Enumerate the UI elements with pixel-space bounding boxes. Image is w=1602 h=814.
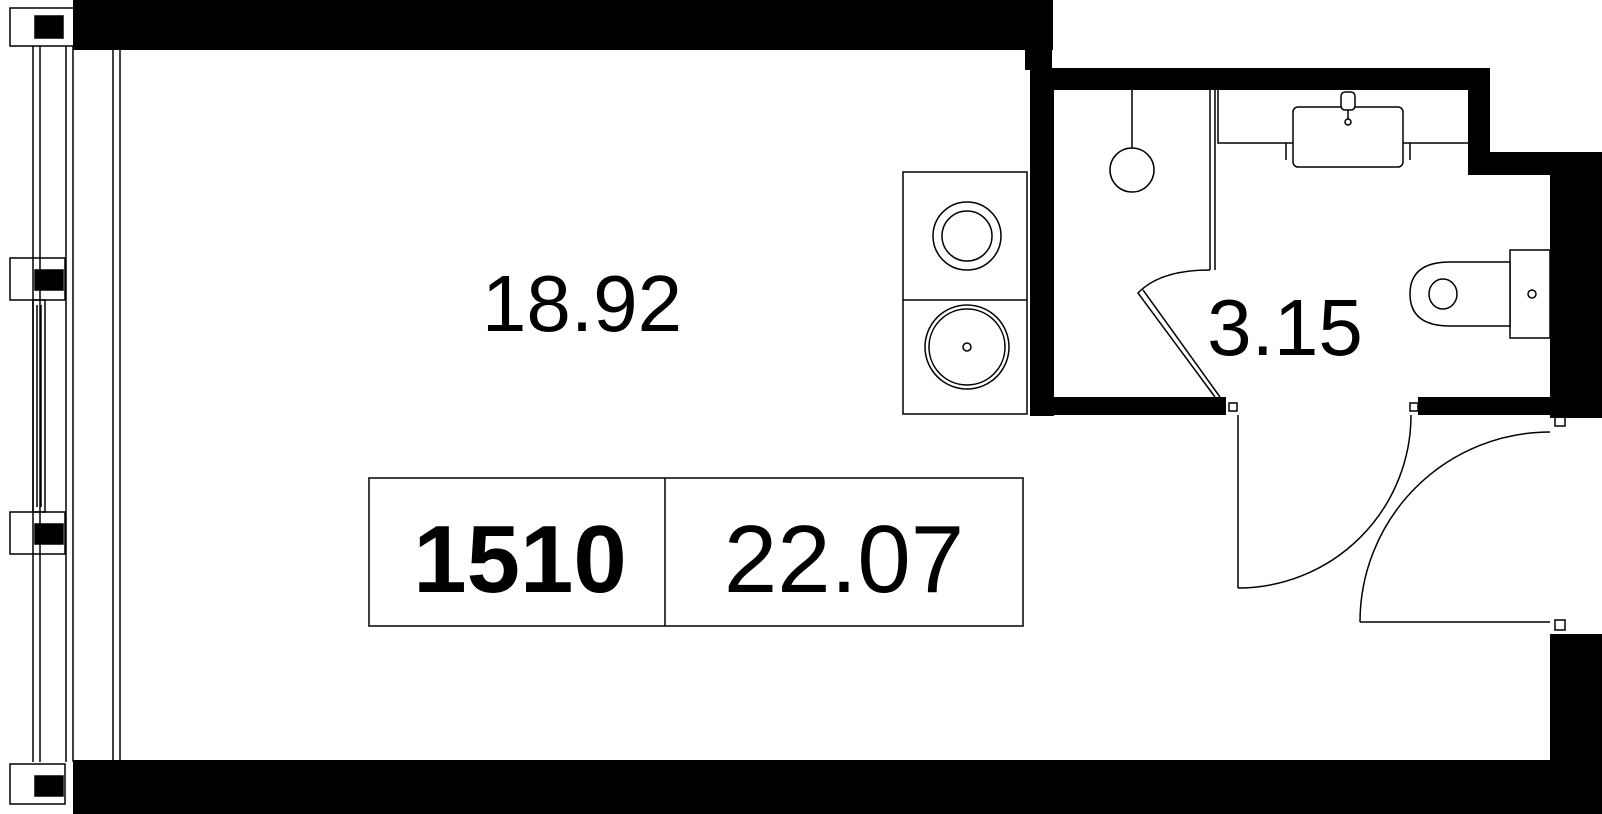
summary-panel: 1510 22.07	[368, 477, 1024, 627]
wall-bath-bottom-left	[1030, 397, 1226, 415]
total-area: 22.07	[724, 506, 964, 613]
window-mullion-top	[34, 15, 64, 39]
shower-head-icon	[1109, 147, 1155, 193]
wall-bath-bottom-right	[1418, 397, 1602, 415]
window-mullion-mid-2	[34, 523, 64, 545]
wall-bath-notch-v	[1468, 68, 1490, 173]
wall-entrance-right	[1550, 634, 1602, 814]
wall-main-bottom	[73, 760, 1593, 814]
bathroom-fixtures	[1109, 90, 1551, 398]
doors	[1228, 402, 1566, 631]
toilet-flush-icon	[1527, 289, 1537, 299]
entrance-door-swing	[1359, 431, 1551, 623]
window-frame-bottom	[9, 763, 66, 805]
wall-main-top-return	[1025, 0, 1052, 70]
window-mullion-bottom	[34, 775, 64, 797]
wall-bath-top	[1050, 68, 1490, 90]
wall-bath-left	[1030, 68, 1054, 416]
wall-bath-right	[1550, 152, 1602, 418]
walls	[73, 0, 1602, 814]
window-mullion-mid-1	[34, 269, 64, 291]
kitchen-unit	[902, 171, 1028, 415]
toilet-bowl-icon	[1409, 261, 1511, 327]
faucet-icon	[1340, 91, 1356, 111]
sink-drain-icon	[962, 342, 972, 352]
window	[9, 7, 121, 805]
main-room-area: 18.92	[482, 259, 682, 348]
window-frame-top	[9, 7, 76, 47]
wall-main-top	[73, 0, 1053, 50]
bathroom-area: 3.15	[1207, 283, 1363, 372]
shower-door	[1137, 269, 1216, 398]
window-vent	[32, 299, 46, 513]
apartment-number: 1510	[413, 506, 627, 613]
bathroom-door-swing	[1237, 414, 1412, 589]
